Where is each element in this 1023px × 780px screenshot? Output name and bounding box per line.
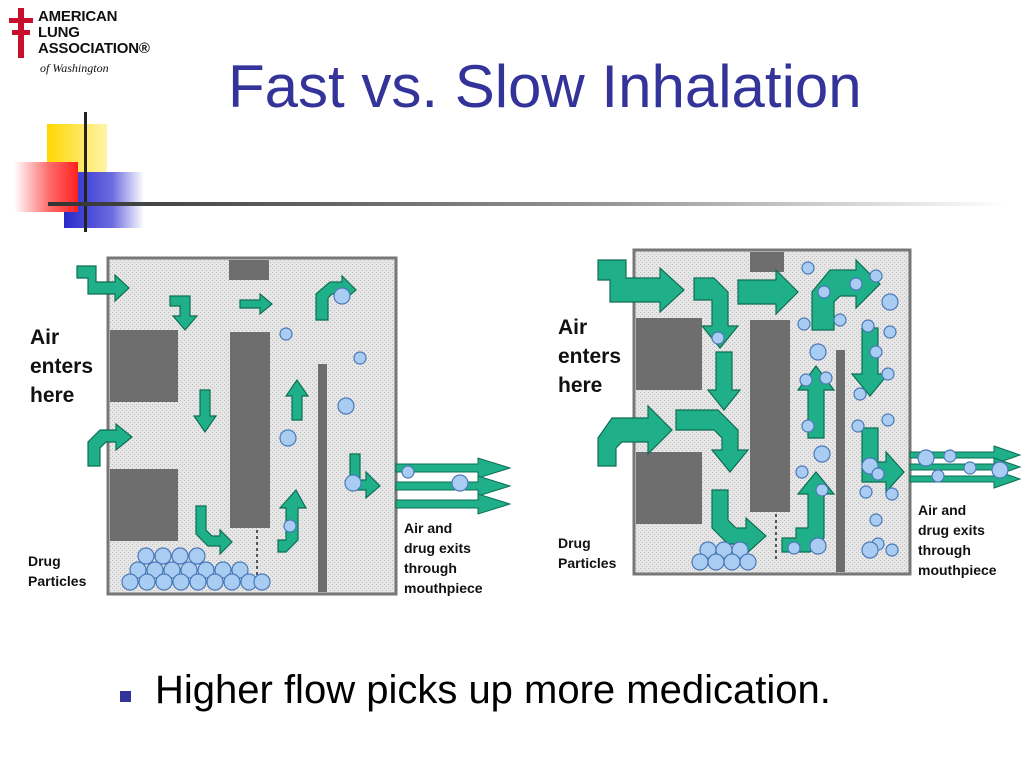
left-inhaler-diagram — [76, 256, 512, 596]
bullet-square-icon — [120, 691, 131, 702]
logo-text-line1: AMERICAN — [38, 8, 118, 25]
decorative-squares — [14, 112, 1008, 232]
bullet-text: Higher flow picks up more medication. — [155, 668, 831, 712]
logo-text-line3: ASSOCIATION® — [38, 40, 150, 57]
right-inhaler-diagram — [597, 248, 1022, 576]
left-drug-particles-label: Drug Particles — [28, 553, 87, 589]
right-drug-particles-label: Drug Particles — [558, 535, 617, 571]
left-air-enters-label: Air enters here — [30, 326, 94, 407]
left-exit-label: Air and drug exits through mouthpiece — [404, 520, 483, 596]
right-air-enters-label: Air enters here — [558, 316, 622, 397]
slide-title: Fast vs. Slow Inhalation — [228, 53, 862, 120]
logo-text-line2: LUNG — [38, 24, 80, 41]
right-exit-label: Air and drug exits through mouthpiece — [918, 502, 997, 578]
flow-arrow — [76, 265, 130, 303]
inhaler-diagrams — [76, 248, 1022, 596]
logo-subtitle: of Washington — [40, 61, 109, 75]
lung-cross-logo-icon — [9, 8, 33, 58]
